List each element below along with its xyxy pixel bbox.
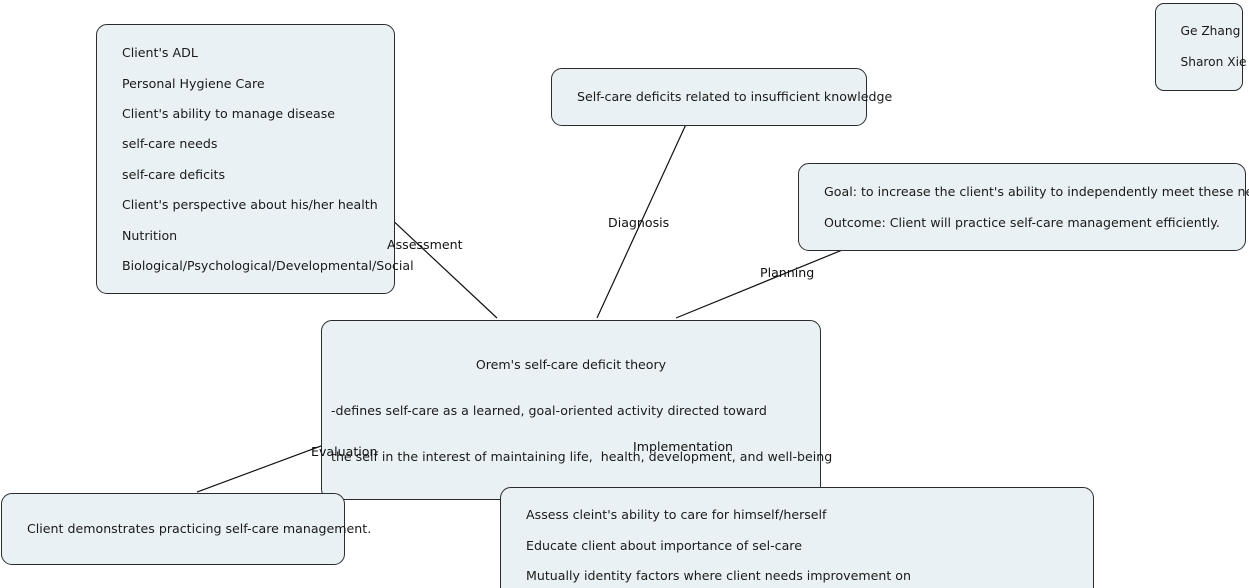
implementation-line-2: Educate client about importance of sel-c… [526,537,802,553]
assessment-line-6: Client's perspective about his/her healt… [122,197,378,213]
implementation-line-3: Mutually identity factors where client n… [526,568,911,584]
assessment-line-3: Client's ability to manage disease [122,106,336,122]
authors-box: Ge Zhang Sharon Xie [1155,3,1246,91]
edge-diagnosis [596,95,700,319]
central-definition-line-2: the self in the interest of maintaining … [331,448,833,464]
author-name-1: Ge Zhang [1180,23,1241,38]
implementation-line-1: Assess cleint's ability to care for hims… [526,507,827,523]
central-theory-node: Orem's self-care deficit theory -defines… [321,320,833,501]
evaluation-line-1: Client demonstrates practicing self-care… [27,521,372,537]
edge-label-planning: Planning [760,265,815,280]
planning-goal-node: Goal: to increase the client's ability t… [798,163,1249,252]
edge-label-implementation: Implementation [633,439,733,454]
central-title-line: Orem's self-care deficit theory [475,357,667,373]
edge-label-assessment: Assessment [387,237,463,252]
assessment-node: Client's ADL Personal Hygiene Care Clien… [96,24,414,295]
diagnosis-line-1: Self-care deficits related to insufficie… [577,89,893,105]
implementation-node: Assess cleint's ability to care for hims… [500,487,1094,588]
assessment-line-7: Nutrition [122,227,178,243]
planning-outcome-line: Outcome: Client will practice self-care … [824,214,1220,230]
assessment-line-1: Client's ADL [122,45,198,61]
author-name-2: Sharon Xie [1180,54,1247,69]
evaluation-node: Client demonstrates practicing self-care… [1,493,371,565]
planning-goal-line: Goal: to increase the client's ability t… [824,184,1249,200]
assessment-line-5: self-care deficits [122,166,226,182]
diagnosis-node: Self-care deficits related to insufficie… [551,68,892,126]
assessment-line-4: self-care needs [122,136,218,152]
edge-label-evaluation: Evaluation [311,444,378,459]
assessment-line-8: Biological/Psychological/Developmental/S… [122,258,414,274]
central-definition-line-1: -defines self-care as a learned, goal-or… [331,403,767,419]
assessment-line-2: Personal Hygiene Care [122,75,265,91]
edge-label-diagnosis: Diagnosis [608,215,670,230]
